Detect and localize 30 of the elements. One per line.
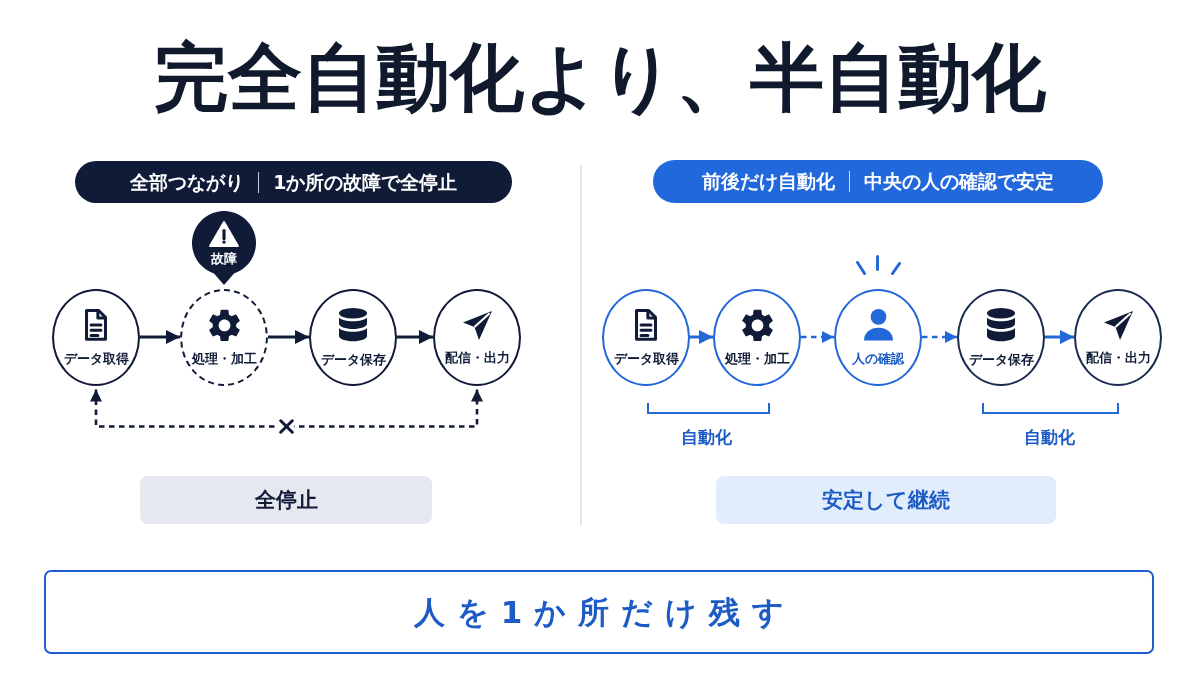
group-label: 自動化 xyxy=(1023,429,1075,446)
step-label: 配信・出力 xyxy=(1085,350,1151,364)
arrow xyxy=(1045,330,1074,344)
step-label: データ取得 xyxy=(63,351,129,365)
step-label: データ保存 xyxy=(320,352,386,366)
step-label: データ保存 xyxy=(968,352,1034,366)
dashed-arrow xyxy=(90,389,483,428)
arrow xyxy=(690,330,713,344)
arrow xyxy=(397,330,433,344)
step-label: 処理・加工 xyxy=(724,352,790,366)
alert-label: 故障 xyxy=(211,252,237,265)
pill-text: 前後だけ自動化 xyxy=(701,172,835,191)
step-label: 処理・加工 xyxy=(191,352,257,366)
group-label: 自動化 xyxy=(680,429,732,446)
pill-text: 1か所の故障で全停止 xyxy=(273,172,458,192)
pill-text: 全部つながり xyxy=(129,172,244,192)
heading-pill xyxy=(653,160,1103,203)
arrow xyxy=(140,330,180,344)
pill-text: 中央の人の確認で安定 xyxy=(864,172,1055,191)
title: 完全自動化より、半自動化 xyxy=(154,40,1046,114)
status-tag: 全停止 xyxy=(140,476,432,524)
status-tag: 安定して継続 xyxy=(716,476,1056,524)
message-banner: 人を1か所だけ残す xyxy=(44,570,1154,654)
dashed-arrow xyxy=(922,331,957,343)
heading-pill xyxy=(75,161,512,203)
step-label: データ取得 xyxy=(613,351,679,365)
step-label: 人の確認 xyxy=(852,351,904,365)
arrow xyxy=(268,330,309,344)
dashed-arrow xyxy=(801,331,834,343)
step-label: 配信・出力 xyxy=(444,350,510,364)
